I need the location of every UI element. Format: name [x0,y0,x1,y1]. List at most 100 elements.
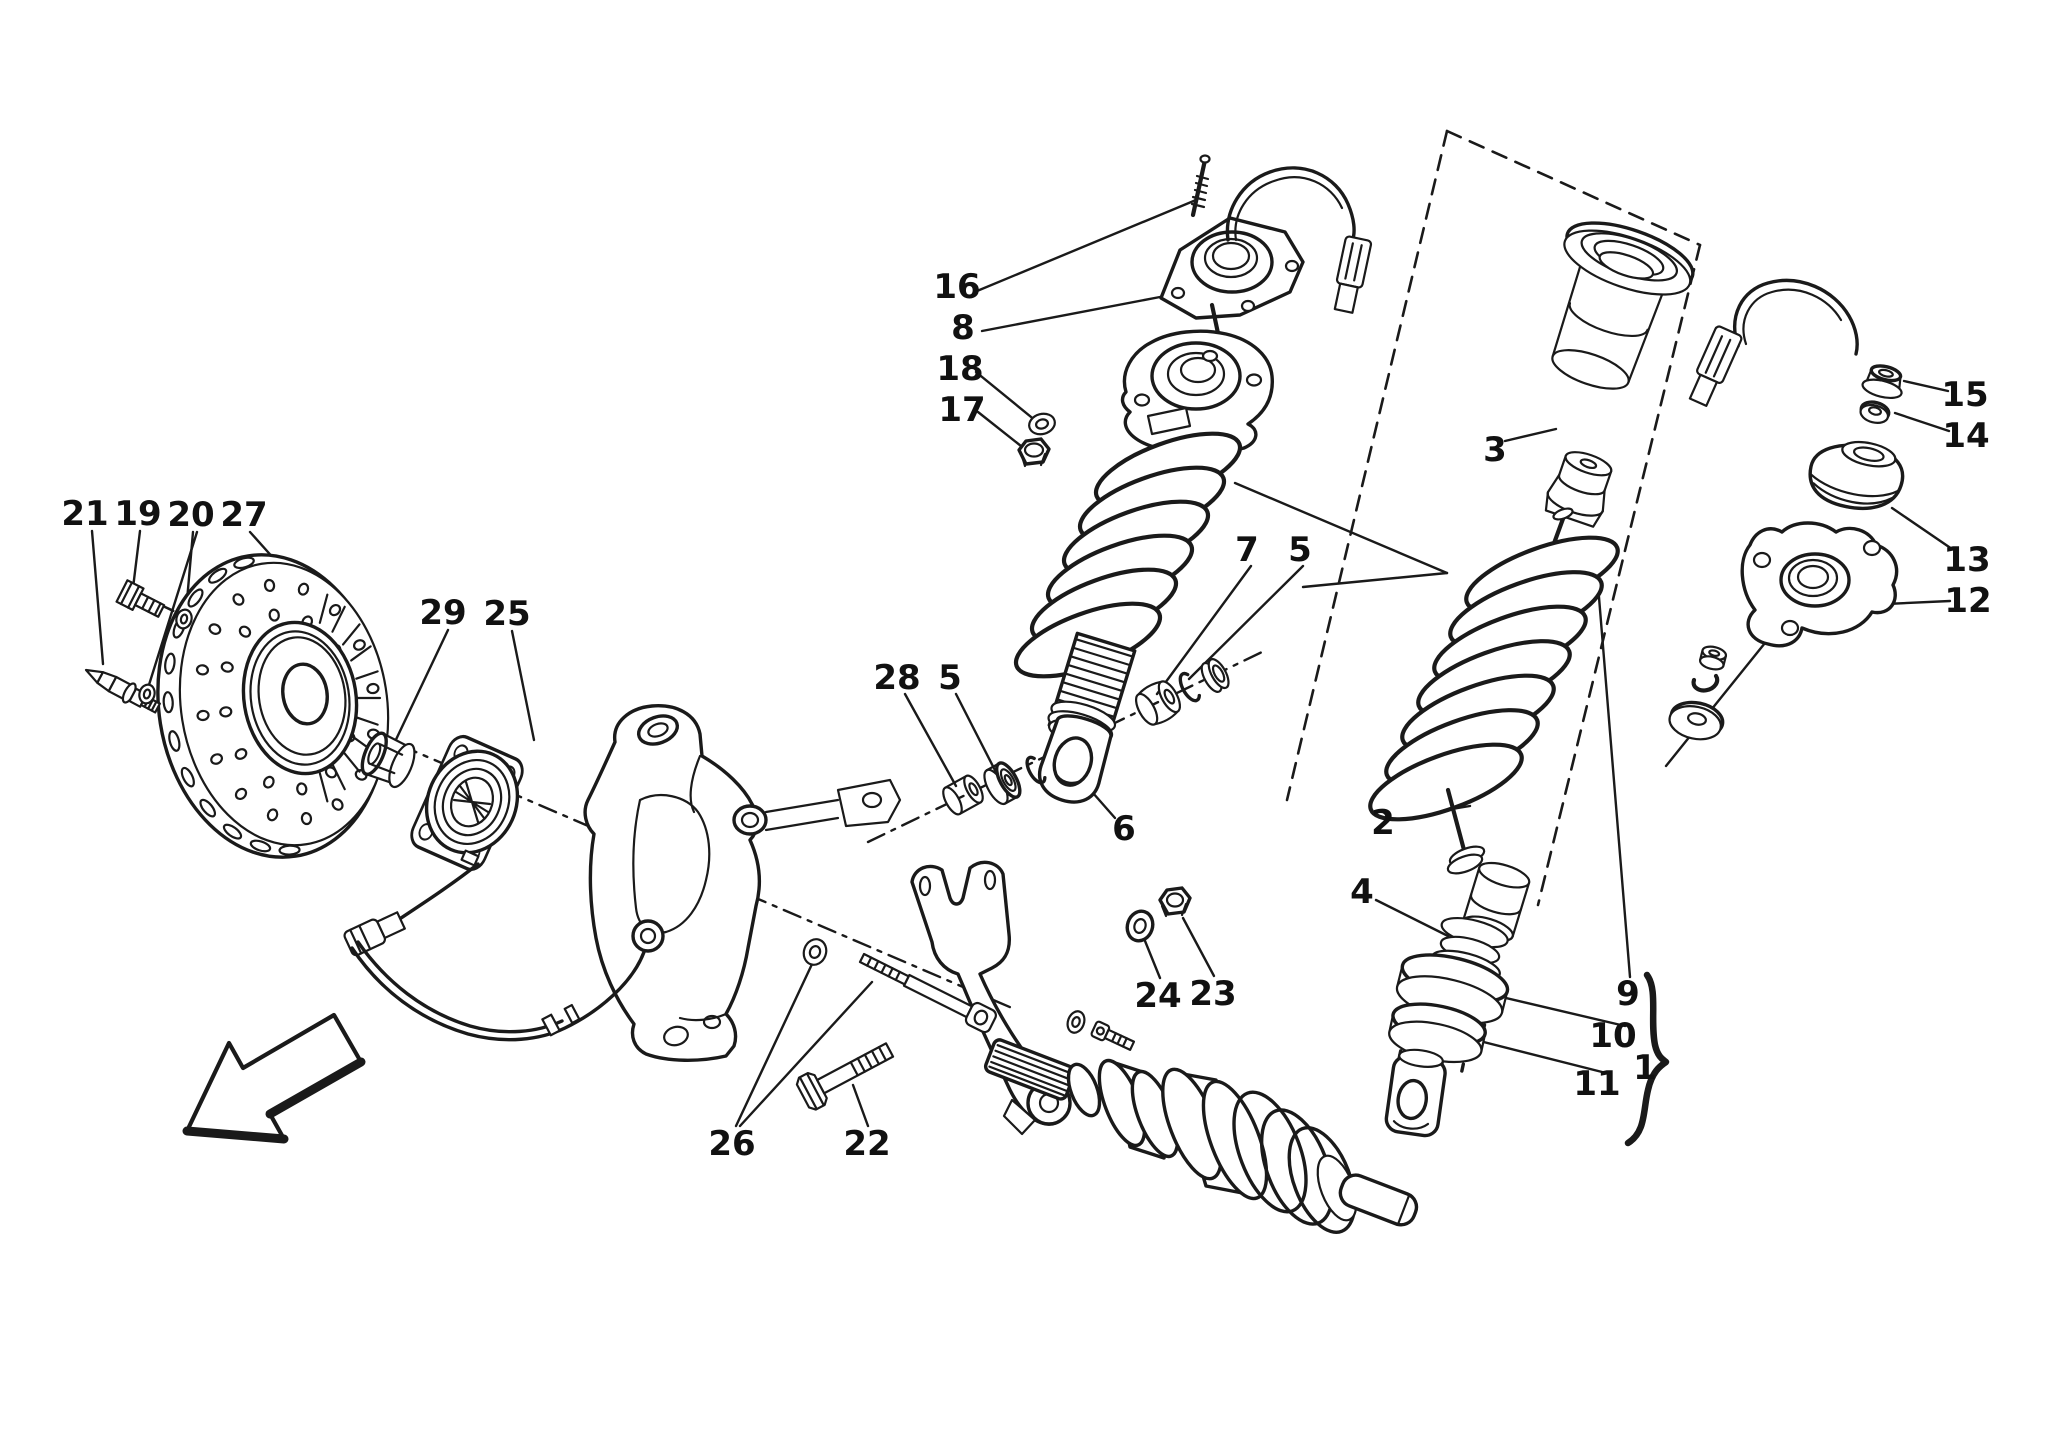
washer-24 [1125,909,1155,943]
part-label-17: 17 [938,390,985,430]
part-label-6: 6 [1112,809,1136,849]
flange-nut-15 [1861,364,1903,400]
suspension-knuckle [639,927,657,945]
nut-17 [1017,437,1051,468]
shock-clevis-eye [1052,736,1094,787]
shock-threaded-body [1057,638,1133,718]
washer-20a [175,608,193,630]
seat-ring-5b [1211,664,1226,683]
part-label-21: 21 [61,494,108,534]
wire-connector-2 [1688,373,1719,407]
arm-bolt-22 [799,1073,825,1110]
upper-mount-plate-8 [1211,241,1251,271]
abs-sensor-cable [396,862,480,922]
leader-26a [734,960,815,1128]
boot-clamp-coil [1232,1090,1308,1214]
leader-28 [903,692,958,788]
coil-spring-front [1013,431,1243,679]
sensor-wire-2 [1733,278,1859,356]
part-label-7: 7 [1235,530,1259,570]
part-label-24: 24 [1134,976,1181,1016]
socket-bolt-26 [858,952,997,1034]
leader-12 [1884,599,1952,606]
abs-sensor-cable [376,911,406,940]
leader-25 [510,629,536,742]
bearing-5a [1003,774,1013,787]
shock-clevis-eye [1037,714,1113,804]
bearing-5a [983,761,1022,806]
disc-drill-hole [366,682,380,695]
part-label-8: 8 [951,308,975,348]
part-label-13: 13 [1943,540,1990,580]
shock-upper-mount [1201,349,1219,363]
suspension-knuckle [678,754,728,1022]
hub-nut-29 [360,731,416,789]
leader-23 [1181,916,1216,978]
knuckle-foot-hole [663,1025,689,1047]
arm-bolt-22 [795,1071,828,1111]
lower-arm [983,869,997,891]
plate-nut [1708,649,1721,657]
disc-vent-slot [164,652,176,675]
knuckle-opening [632,794,711,934]
disc-drill-hole [266,808,279,822]
coil-spring-exploded [1368,535,1620,822]
upper-mount-stack [1742,288,1843,346]
small-bolt-washer [1090,1020,1136,1051]
drive-shaft-cv-joint [1397,1194,1411,1225]
mount-plate-12 [1740,521,1899,648]
plate-nut [1698,655,1725,671]
toe-link [764,798,840,832]
disc-vent-slot [199,798,217,818]
leader-7 [1155,564,1253,696]
disc-bolt-19 [115,579,166,618]
shock-upper-mount [1146,406,1192,436]
leader-14 [1893,411,1951,433]
disc-vent-slot [180,766,195,788]
nut-17 [1023,442,1045,458]
shock-body-clevis [1396,1078,1429,1121]
suspension-knuckle [583,704,902,1062]
leader-8 [980,295,1162,333]
disc-center-bore [281,662,329,726]
arm-tab [1002,1098,1037,1136]
leader-22 [851,1083,870,1128]
bushing-7 [1134,680,1182,726]
abs-sensor-cable [343,911,406,957]
disc-drill-hole [238,625,252,638]
disc-vent-slot [249,839,272,853]
hub-nut-29 [388,742,416,789]
washer-24 [1133,918,1147,934]
disc-vent-fin [350,645,372,662]
part-label-26: 26 [708,1124,755,1164]
leader-24 [1141,934,1162,980]
cable-ferrule [541,1013,561,1037]
part-label-5: 5 [938,658,962,698]
drive-shaft-cv-joint [1287,1125,1357,1235]
abs-sensor-cable [343,862,646,1042]
shock-body-clevis [1384,1048,1447,1138]
shock-upper-mount [1133,393,1151,407]
plate-nut [1698,645,1728,671]
leader-15 [1902,379,1950,393]
disc-drill-hole [268,608,280,622]
shock-upper-mount [1245,373,1263,387]
leader-4 [1374,898,1450,938]
part-label-14: 14 [1942,416,1989,456]
disc-drill-hole [234,748,248,760]
spring-cup-3 [1551,221,1695,390]
leader-20b [146,530,199,690]
disc-vent-slot [168,730,181,752]
rubber-mount-13 [1852,446,1885,462]
part-label-11: 11 [1573,1064,1620,1104]
mount-plate-12 [1752,551,1772,569]
disc-drill-hole [262,775,275,789]
wire-connector [1333,282,1359,314]
mount-plate-12 [1780,619,1800,637]
hub-nut-29 [367,742,382,766]
spring-coil [1368,742,1524,822]
wire-connector-2 [1704,335,1732,378]
plate-washer [1668,700,1725,741]
bushing-28 [944,774,982,816]
